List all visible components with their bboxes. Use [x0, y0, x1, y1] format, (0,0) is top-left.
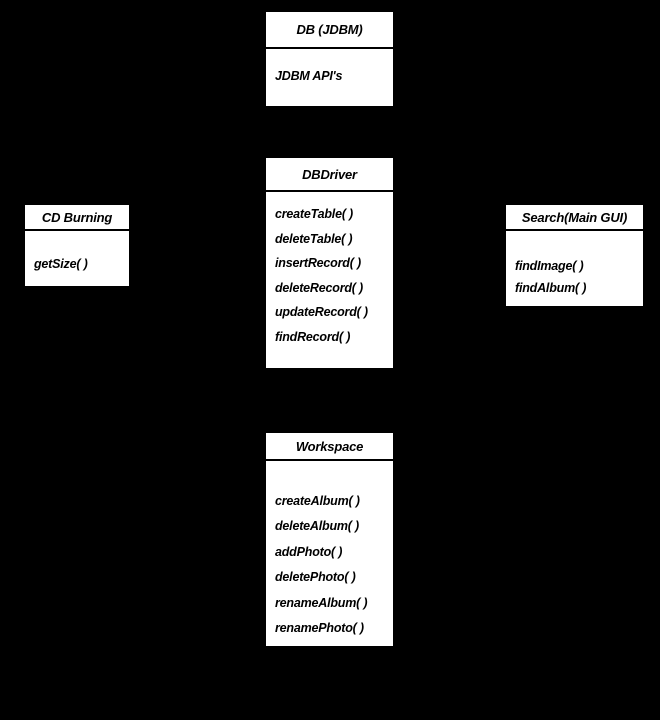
class-separator-workspace: [266, 459, 393, 461]
class-members-db: JDBM API's: [266, 49, 393, 85]
class-title-cd-burning: CD Burning: [41, 209, 113, 225]
class-member: findRecord( ): [275, 329, 351, 344]
class-members-dbdriver: createTable( ) deleteTable( ) insertReco…: [266, 192, 393, 350]
class-member: updateRecord( ): [275, 305, 368, 320]
class-box-search[interactable]: Search(Main GUI) findImage( ) findAlbum(…: [504, 203, 645, 308]
class-separator-search: [506, 229, 643, 231]
class-member: deleteRecord( ): [275, 280, 363, 295]
class-box-dbdriver[interactable]: DBDriver createTable( ) deleteTable( ) i…: [264, 156, 395, 370]
class-members-cd-burning: getSize( ): [25, 231, 129, 273]
class-member: deleteTable( ): [275, 231, 353, 246]
class-box-cd-burning[interactable]: CD Burning getSize( ): [23, 203, 131, 288]
class-title-workspace: Workspace: [295, 438, 364, 454]
class-separator-db: [266, 47, 393, 49]
class-separator-dbdriver: [266, 190, 393, 192]
class-title-db: DB (JDBM): [296, 22, 363, 37]
class-separator-cd-burning: [25, 229, 129, 231]
class-title-dbdriver: DBDriver: [302, 166, 357, 182]
class-box-db[interactable]: DB (JDBM) JDBM API's: [264, 10, 395, 108]
class-member: getSize( ): [34, 257, 88, 271]
class-member: insertRecord( ): [275, 256, 361, 271]
class-member: renameAlbum( ): [275, 595, 368, 610]
class-members-search: findImage( ) findAlbum( ): [506, 231, 643, 299]
class-member: deletePhoto( ): [275, 570, 356, 585]
class-member: createTable( ): [275, 207, 354, 221]
class-members-workspace: createAlbum( ) deleteAlbum( ) addPhoto( …: [266, 461, 393, 641]
class-member: createAlbum( ): [275, 494, 360, 508]
class-box-workspace[interactable]: Workspace createAlbum( ) deleteAlbum( ) …: [264, 431, 395, 648]
class-title-search: Search(Main GUI): [521, 209, 628, 225]
class-member: renamePhoto( ): [275, 621, 364, 636]
class-member: addPhoto( ): [275, 544, 343, 559]
class-member: JDBM API's: [275, 69, 343, 83]
class-member: findAlbum( ): [515, 281, 587, 295]
class-member: findImage( ): [515, 259, 584, 273]
class-member: deleteAlbum( ): [275, 519, 360, 534]
